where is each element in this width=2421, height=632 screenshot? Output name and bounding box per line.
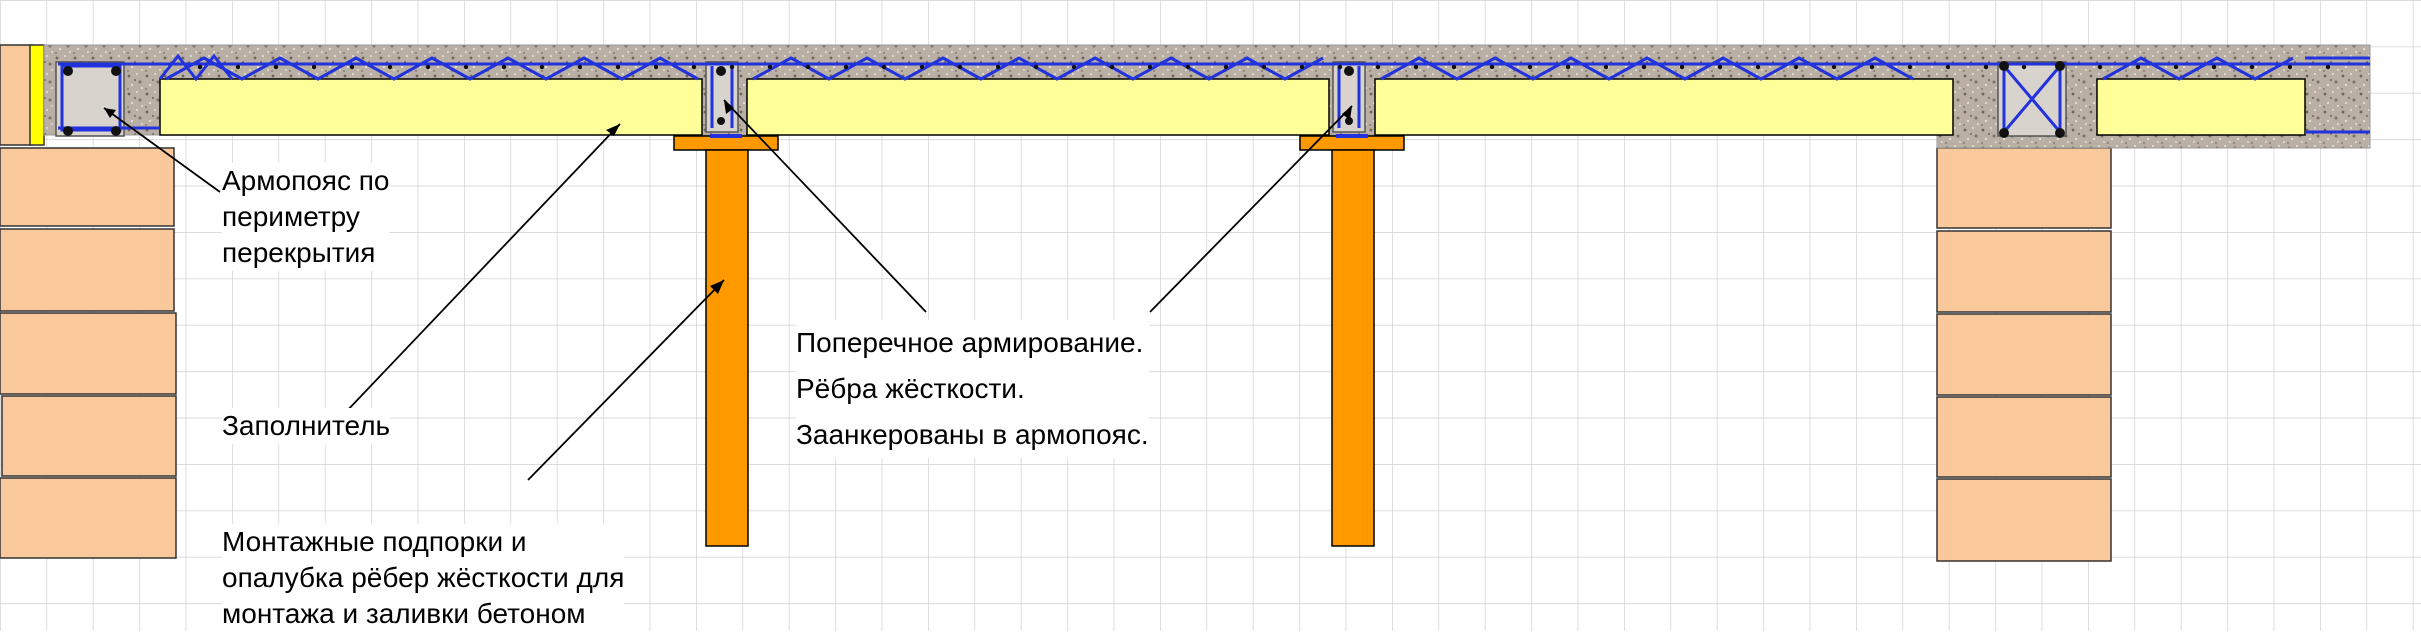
top-rebar-dot [425,64,431,70]
top-rebar-dot [311,64,317,70]
top-rebar-dot [387,64,393,70]
label-supports: Монтажные подпорки и опалубка рёбер жёст… [222,524,625,632]
top-rebar-dot [805,64,811,70]
top-rebar-dot [1033,64,1039,70]
top-rebar-dot [957,64,963,70]
left-brick-wall [0,44,177,559]
label-supports-line-3: монтажа и заливки бетоном [222,598,586,629]
top-rebar-dot [1565,64,1571,70]
truss-span-2 [752,56,1324,81]
label-ribs: Поперечное армирование. Рёбра жёсткости.… [796,320,1149,458]
top-rebar-dot [1717,64,1723,70]
leader-ribs-1 [723,99,927,313]
label-ring-beam-line-1: Армопояс по [222,165,390,196]
leader-lines [103,99,1353,481]
leader-filler [343,123,621,415]
filler-blocks [159,78,2306,136]
label-ribs-line-2: Рёбра жёсткости. [796,373,1025,404]
top-rebar-dot [1869,64,1875,70]
top-rebar-dot [349,64,355,70]
top-rebar-dot [2325,64,2331,70]
label-ring-beam-line-3: перекрытия [222,237,376,268]
top-rebar-dot [1413,64,1419,70]
top-rebar-dot [1071,64,1077,70]
truss-group [165,56,2294,81]
label-ring-beam: Армопояс по периметру перекрытия [222,163,390,271]
top-rebar-dot [1831,64,1837,70]
top-rebar-dot [1945,64,1951,70]
truss-span-1 [165,56,699,81]
top-rebar-dot [501,64,507,70]
top-rebar-dot [577,64,583,70]
top-rebar-dot [1755,64,1761,70]
label-ribs-line-3: Заанкерованы в армопояс. [796,419,1149,450]
top-rebar-dot [691,64,697,70]
rebar-dots [63,61,2065,138]
top-rebar-dot [881,64,887,70]
top-rebar-dot [2097,64,2103,70]
top-rebar-dot [1793,64,1799,70]
top-rebar-dot [273,64,279,70]
support-2 [1299,134,1405,547]
label-filler-line-1: Заполнитель [222,410,391,441]
label-ribs-line-1: Поперечное армирование. [796,327,1144,358]
top-rebar-dot [235,64,241,70]
top-rebar-dot [1907,64,1913,70]
top-rebar-dot [919,64,925,70]
top-rebar-dot [1983,64,1989,70]
top-rebar-dot [1527,64,1533,70]
top-rebar-dot [1641,64,1647,70]
top-rebar-dot [1299,64,1305,70]
top-rebar-dot [2287,64,2293,70]
top-rebar-dot [2173,64,2179,70]
top-rebar-dot [1603,64,1609,70]
insulation-strip [29,44,45,146]
top-rebar-dot [995,64,1001,70]
top-rebar-dot [1375,64,1381,70]
top-rebar-dot [2211,64,2217,70]
top-rebar-dot [1337,64,1343,70]
label-filler: Заполнитель [222,408,391,444]
top-rebar-dot [1185,64,1191,70]
top-rebar-small-dots [197,64,2331,70]
top-rebar-dot [1109,64,1115,70]
label-supports-line-1: Монтажные подпорки и [222,526,527,557]
top-rebar-dot [653,64,659,70]
top-rebar-dot [767,64,773,70]
truss-zigzag [158,53,234,82]
label-ring-beam-line-2: периметру [222,201,360,232]
top-rebar-dot [1451,64,1457,70]
top-rebar-dot [1223,64,1229,70]
top-rebar-dot [1489,64,1495,70]
top-rebar-dot [2021,64,2027,70]
top-rebar-dot [1679,64,1685,70]
leader-ribs-2 [1149,105,1353,313]
right-brick-pillar [1936,147,2112,562]
top-rebar-dot [197,64,203,70]
top-rebar-dot [2249,64,2255,70]
leader-arrowheads [104,100,1352,294]
leader-ring-beam [103,107,221,193]
top-rebar-dot [2059,64,2065,70]
truss-span-3 [1380,56,1914,81]
top-rebar-dot [463,64,469,70]
top-rebar-dot [1147,64,1153,70]
top-rebar-dot [843,64,849,70]
support-1 [673,134,779,547]
top-rebar-dot [615,64,621,70]
top-rebar-dot [729,64,735,70]
top-rebar-dot [2135,64,2141,70]
top-rebar-dot [539,64,545,70]
top-rebar-dot [1261,64,1267,70]
truss-span-4 [2102,56,2294,81]
leader-supports [527,279,725,481]
label-supports-line-2: опалубка рёбер жёсткости для [222,562,625,593]
